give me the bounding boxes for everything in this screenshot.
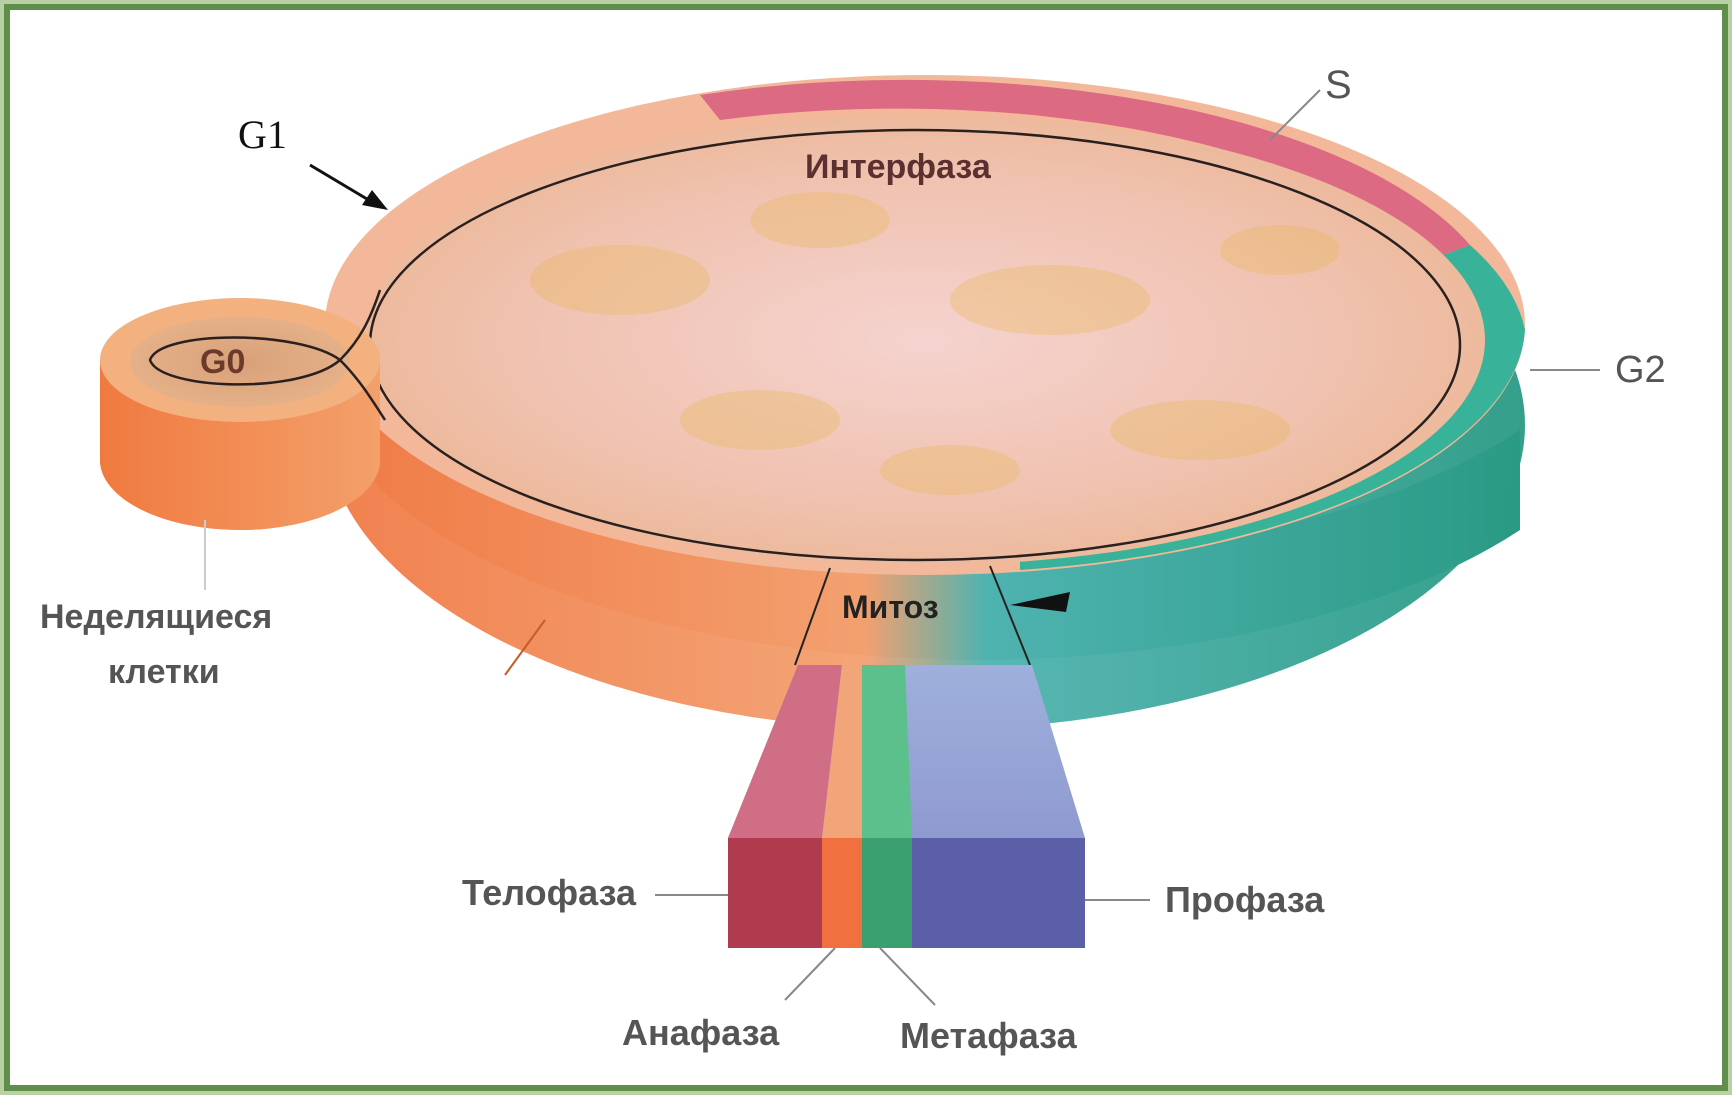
prophase-block: [912, 838, 1085, 948]
label-s: S: [1325, 63, 1352, 107]
anaphase-leader: [785, 948, 835, 1000]
metaphase-top: [862, 665, 912, 838]
label-g1: G1: [238, 112, 287, 157]
label-prophase: Профаза: [1165, 879, 1325, 920]
label-mitosis: Митоз: [842, 589, 939, 625]
anaphase-block: [822, 838, 862, 948]
g1-arrow-line: [310, 165, 372, 202]
label-non-dividing-1: Неделящиеся: [40, 598, 272, 636]
label-g0: G0: [200, 343, 245, 381]
g1-arrow-icon: [362, 190, 388, 210]
label-telophase: Телофаза: [462, 872, 637, 913]
label-anaphase: Анафаза: [622, 1012, 780, 1053]
label-non-dividing-2: клетки: [108, 653, 220, 691]
metaphase-leader: [880, 948, 935, 1005]
metaphase-block: [862, 838, 912, 948]
telophase-block: [728, 838, 822, 948]
label-metaphase: Метафаза: [900, 1015, 1078, 1056]
label-g2: G2: [1615, 349, 1666, 391]
label-interphase: Интерфаза: [805, 148, 992, 186]
